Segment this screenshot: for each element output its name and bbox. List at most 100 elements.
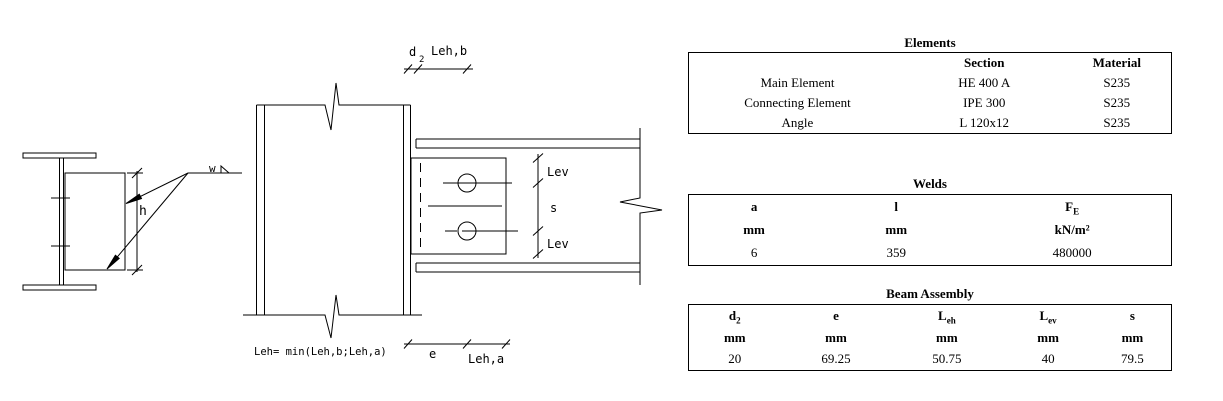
dimension-tick (403, 64, 413, 74)
value-cell: 69.25 (821, 351, 851, 367)
dimension-tick (413, 64, 423, 74)
column-header: Section (963, 55, 1005, 70)
table-row: Main Element HE 400 A S235 (689, 73, 1171, 93)
dimension-tick (532, 249, 544, 259)
angle-cleat-front (410, 157, 518, 255)
header-symbol: d (728, 307, 737, 323)
leh-formula: Leh= min(Leh,b;Leh,a) (254, 346, 387, 358)
dimension-top (403, 64, 473, 74)
value-cell: 50.75 (932, 351, 962, 367)
angle-plate-side (64, 172, 126, 271)
dimension-tick (501, 339, 511, 349)
unit-cell: mm (825, 329, 847, 345)
value-cell: 359 (886, 245, 906, 261)
welds-header-row: a l FE (689, 195, 1171, 218)
elements-table-title: Elements (904, 35, 956, 50)
column-header: FE (973, 199, 1171, 215)
dimension-vertical (532, 153, 544, 259)
connection-drawing: w h d 2 Leh,b Lev s Lev Leh= min(Leh,b;L… (22, 44, 663, 366)
header-symbol: l (894, 198, 899, 214)
unit-cell: mm (723, 329, 746, 345)
break-line-bottom (243, 294, 422, 339)
column-header: a (689, 199, 819, 215)
element-material: S235 (1103, 75, 1131, 90)
column-header: Leh (891, 308, 1002, 324)
header-symbol: F (1065, 198, 1074, 214)
unit-cell: mm (936, 329, 958, 345)
header-symbol: L (938, 307, 947, 323)
dimension-tick (462, 64, 472, 74)
beam-assembly-table-title: Beam Assembly (886, 286, 974, 301)
beam-assembly-table: d2 e Leh Lev s mm mm mm mm (688, 304, 1172, 371)
column-header: Lev (1002, 308, 1094, 324)
d2-label: d (409, 45, 416, 59)
dimension-tick (532, 153, 544, 163)
header-subscript: ev (1048, 315, 1057, 324)
height-label: h (139, 204, 147, 219)
elements-header-row: Section Material (689, 53, 1171, 73)
welds-table: a l FE mm mm kN/m² 6 359 480000 (688, 194, 1172, 266)
dimension-tick (462, 339, 472, 349)
element-section: L 120x12 (959, 115, 1010, 130)
dimension-tick (131, 264, 143, 276)
header-symbol: s (1129, 307, 1135, 323)
dimension-tick (532, 226, 544, 236)
dimension-tick (131, 167, 143, 179)
results-tables: Elements Section Material Main Element H… (688, 0, 1172, 401)
element-name: Angle (781, 115, 814, 130)
element-name: Main Element (760, 75, 835, 90)
value-cell: 480000 (1052, 245, 1092, 261)
beam-elevation (415, 128, 663, 285)
flange-bottom (22, 284, 97, 291)
d2-subscript: 2 (419, 55, 424, 65)
table-row: Connecting Element IPE 300 S235 (689, 93, 1171, 113)
value-cell: 40 (1041, 351, 1055, 367)
element-material: S235 (1103, 95, 1131, 110)
column-header: Material (1092, 55, 1141, 70)
element-material: S235 (1103, 115, 1131, 130)
welds-values-row: 6 359 480000 (689, 242, 1171, 265)
unit-cell: mm (885, 221, 908, 237)
leader-arrow (125, 193, 143, 204)
break-line-top (256, 82, 411, 131)
beam-assembly-units-row: mm mm mm mm mm (689, 327, 1171, 349)
leh-b-label: Leh,b (431, 44, 467, 58)
h-dimension (127, 167, 143, 276)
beam-assembly-values-row: 20 69.25 50.75 40 79.5 (689, 348, 1171, 370)
leh-a-label: Leh,a (468, 352, 504, 366)
header-subscript: 2 (736, 315, 741, 324)
beam-assembly-header-row: d2 e Leh Lev s (689, 305, 1171, 327)
column-header: l (819, 199, 973, 215)
unit-cell: mm (1121, 329, 1144, 345)
element-section: IPE 300 (963, 95, 1006, 110)
header-symbol: e (833, 307, 839, 323)
welds-units-row: mm mm kN/m² (689, 218, 1171, 241)
angle-plate (410, 157, 507, 255)
header-symbol: L (1039, 307, 1049, 323)
weld-label: w (209, 162, 216, 175)
dimension-bottom (403, 339, 511, 349)
unit-cell: kN/m² (1054, 221, 1090, 237)
element-section: HE 400 A (958, 75, 1011, 90)
fillet-weld-icon (220, 164, 231, 174)
table-row: Angle L 120x12 S235 (689, 113, 1171, 133)
element-name: Connecting Element (744, 95, 851, 110)
lev-bottom-label: Lev (547, 237, 569, 251)
header-subscript: eh (946, 315, 956, 324)
unit-cell: mm (743, 221, 765, 237)
leader-line (107, 172, 189, 269)
column-elevation (243, 82, 422, 339)
e-label: e (429, 347, 436, 361)
column-header: e (781, 308, 892, 324)
column-header: s (1094, 308, 1171, 324)
unit-cell: mm (1037, 329, 1059, 345)
header-subscript: E (1073, 206, 1080, 215)
header-symbol: a (750, 198, 758, 214)
leader-arrow (106, 254, 120, 270)
dimension-tick (532, 178, 544, 188)
elements-table: Section Material Main Element HE 400 A S… (688, 52, 1172, 134)
value-cell: 6 (750, 245, 758, 261)
side-view-detail (22, 152, 126, 291)
flange-top (22, 152, 97, 159)
